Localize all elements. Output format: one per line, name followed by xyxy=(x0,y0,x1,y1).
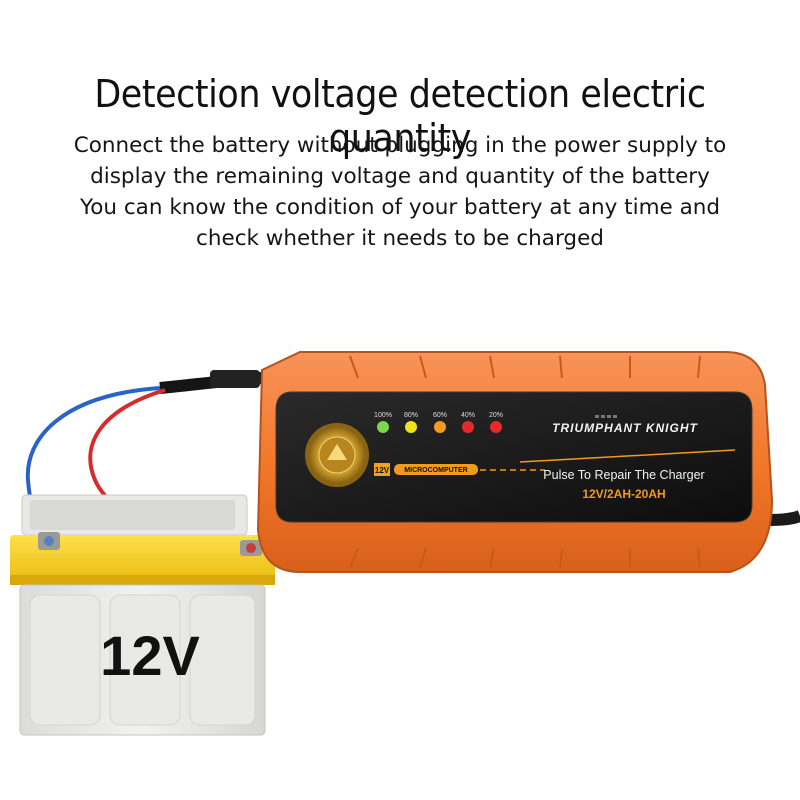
microcomputer-label: MICROCOMPUTER xyxy=(404,467,467,474)
led-label-100: 100% xyxy=(374,412,392,419)
led-label-40: 40% xyxy=(461,412,475,419)
microcomputer-pill xyxy=(394,464,478,475)
description-line-3: You can know the condition of your batte… xyxy=(79,195,721,220)
warranty-seal-icon xyxy=(305,423,369,487)
brand-stripes xyxy=(595,415,617,418)
output-cable xyxy=(769,510,800,526)
description-line-1: Connect the battery without plugging in … xyxy=(73,133,727,158)
description-line-2: display the remaining voltage and quanti… xyxy=(90,164,710,189)
battery-label: 12V xyxy=(100,624,200,687)
voltage-badge xyxy=(374,463,390,476)
led-60-indicator xyxy=(434,421,446,433)
led-80-indicator xyxy=(405,421,417,433)
headline: Detection voltage detection electric qua… xyxy=(94,72,706,160)
shell-ribs xyxy=(349,355,701,569)
tagline: Pulse To Repair The Charger xyxy=(543,468,704,482)
cable-strain-relief xyxy=(210,370,260,388)
led-100-indicator xyxy=(377,421,389,433)
led-label-20: 20% xyxy=(489,412,503,419)
led-label-60: 60% xyxy=(433,412,447,419)
charger: 100% 80% 60% 40% 20% 12V MICROCOMPUTER T… xyxy=(256,351,774,573)
brand-name: TRIUMPHANT KNIGHT xyxy=(552,421,698,435)
led-20-indicator xyxy=(490,421,502,433)
description-line-4: check whether it needs to be charged xyxy=(196,226,604,251)
voltage-badge-text: 12V xyxy=(375,466,390,475)
led-40-indicator xyxy=(462,421,474,433)
accent-line xyxy=(519,449,736,463)
led-label-80: 80% xyxy=(404,412,418,419)
spec-label: 12V/2AH-20AH xyxy=(582,487,665,501)
battery: 12V xyxy=(10,494,275,736)
